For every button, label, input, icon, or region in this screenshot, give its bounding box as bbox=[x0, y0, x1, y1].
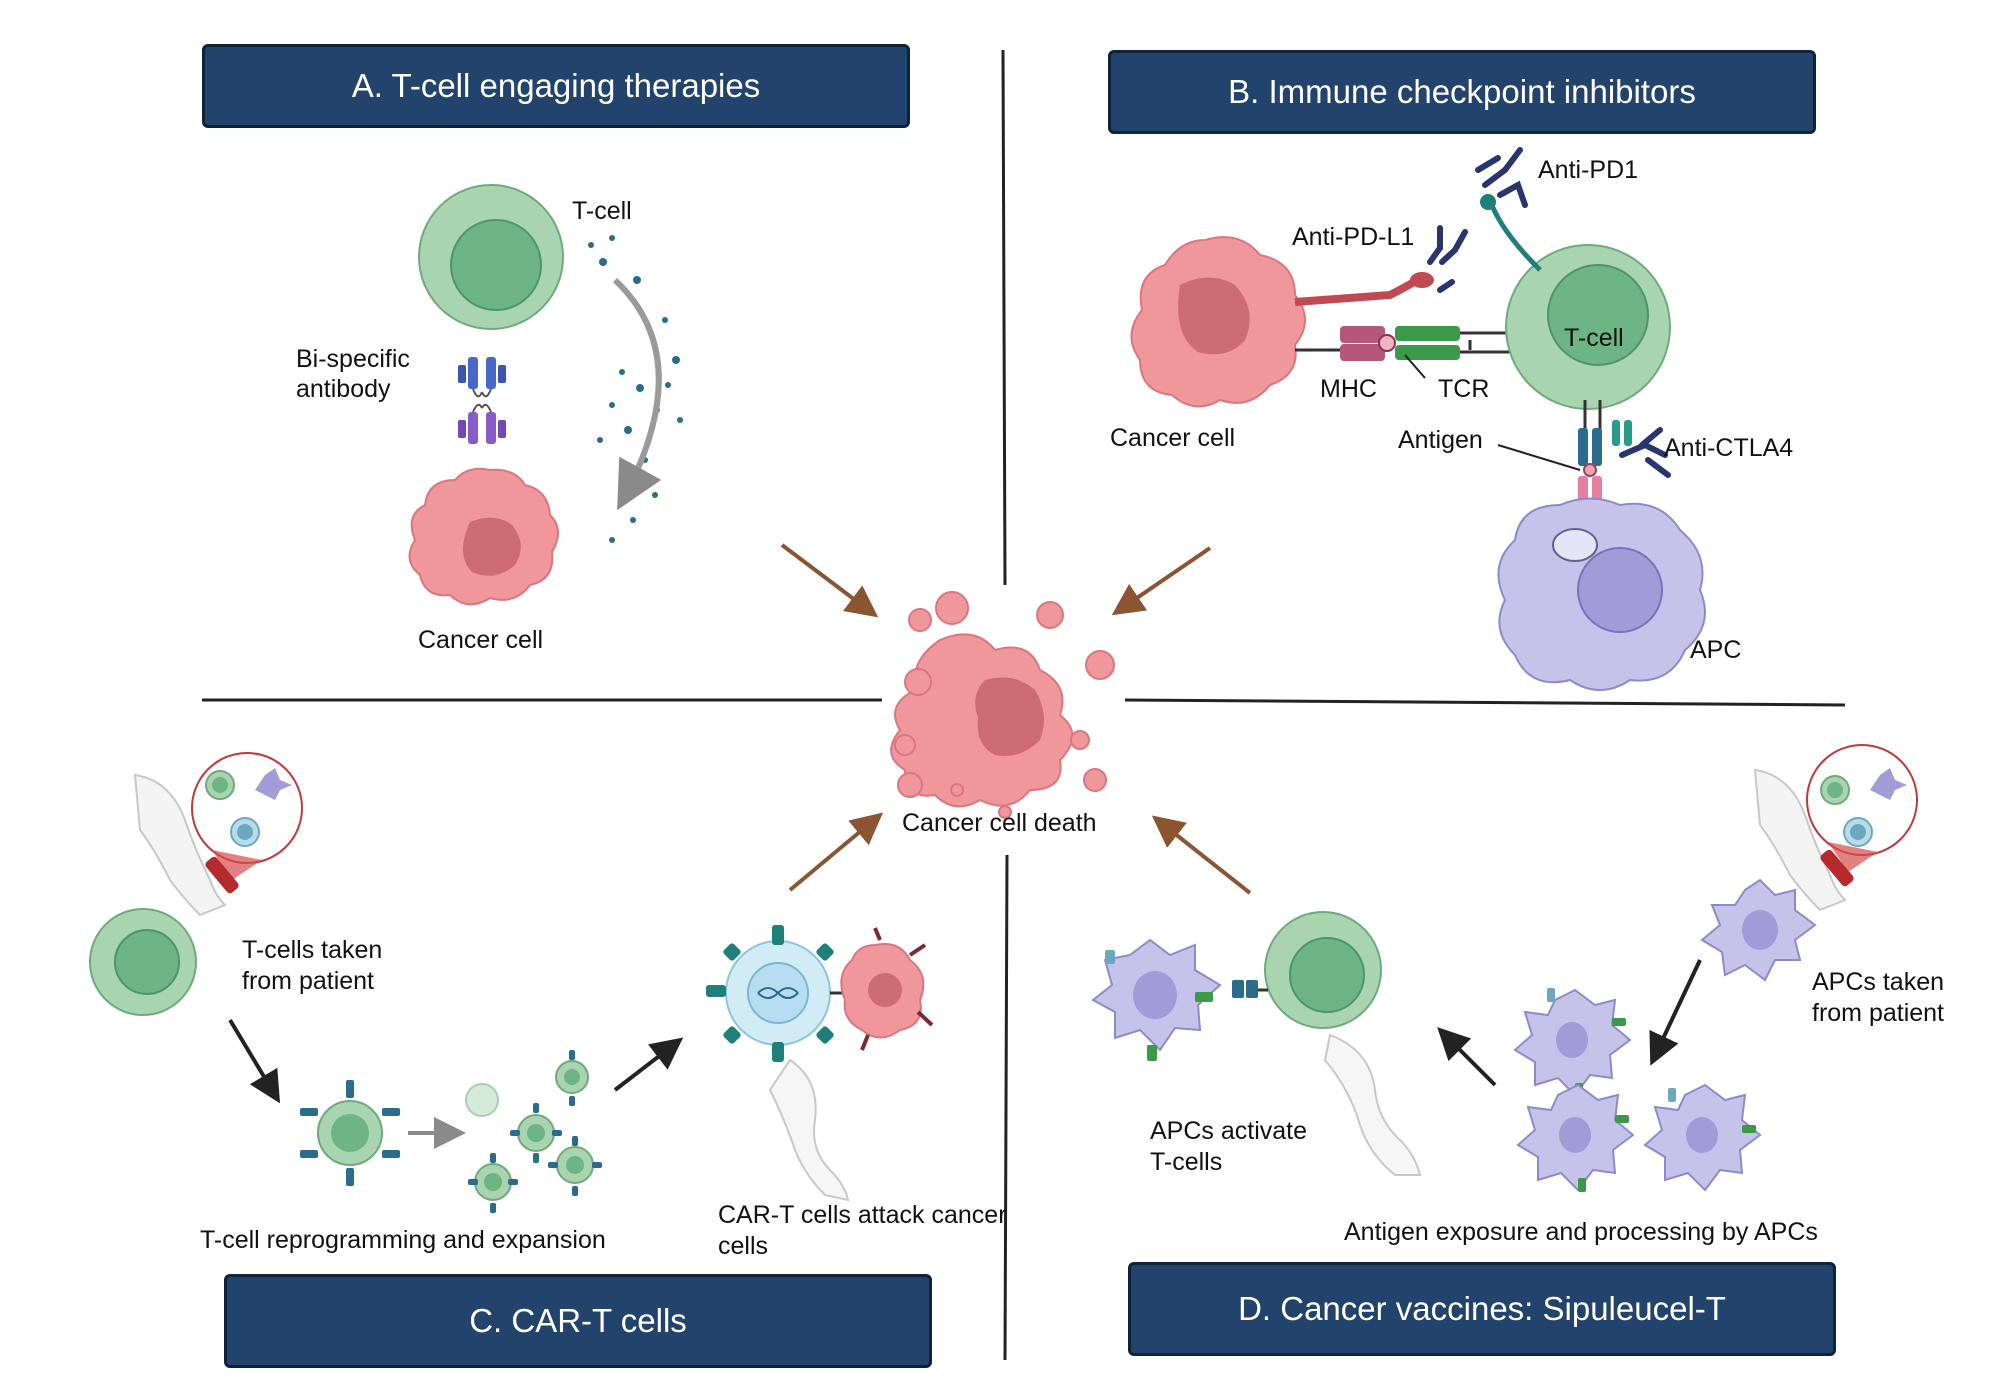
car-t-attack-line1: CAR-T cells attack cancer bbox=[718, 1201, 1007, 1229]
car-t-cell-engineered bbox=[300, 1080, 400, 1186]
panel-b-tcell bbox=[1505, 244, 1671, 410]
anti-ctla4-label: Anti-CTLA4 bbox=[1664, 434, 1794, 462]
antigen-exposure-label: Antigen exposure and processing by APCs bbox=[1344, 1218, 1818, 1246]
panel-d-tcell bbox=[1264, 911, 1382, 1029]
antigen-label: Antigen bbox=[1398, 426, 1483, 454]
panel-c-arm-sketch bbox=[768, 1058, 850, 1202]
killing-arrow bbox=[612, 277, 662, 511]
apcs-taken-line1: APCs taken bbox=[1812, 968, 1945, 996]
apc-label: APC bbox=[1690, 636, 1742, 664]
apc-taken-icon bbox=[1700, 878, 1817, 982]
panel-a-tcell-label: T-cell bbox=[572, 197, 632, 225]
panel-d-title: D. Cancer vaccines: Sipuleucel-T bbox=[1128, 1262, 1836, 1356]
arrow-to-activation bbox=[1437, 1027, 1497, 1087]
cytotoxic-granules bbox=[588, 235, 683, 543]
apcs-activate-line2: T-cells bbox=[1150, 1148, 1223, 1176]
arrow-to-reprogramming bbox=[228, 1018, 281, 1104]
tcr-label: TCR bbox=[1438, 375, 1490, 403]
anti-pdl1-icon bbox=[1427, 225, 1468, 293]
panel-b-cancer-label: Cancer cell bbox=[1110, 424, 1236, 452]
convergence-arrows bbox=[780, 543, 1252, 895]
anti-pd1-icon bbox=[1475, 147, 1528, 208]
bispecific-label-line1: Bi-specific bbox=[296, 345, 410, 373]
panel-b-tcell-label: T-cell bbox=[1564, 324, 1624, 352]
reprogramming-label: T-cell reprogramming and expansion bbox=[200, 1226, 606, 1254]
anti-ctla4-icon bbox=[1619, 427, 1671, 478]
panel-c-blood-zoom bbox=[191, 752, 303, 894]
panel-a-tcell bbox=[418, 184, 564, 330]
panel-d-arm-drawing bbox=[1753, 768, 1847, 912]
car-t-attack bbox=[706, 925, 934, 1062]
mhc-tcr-complex bbox=[1294, 272, 1520, 361]
dying-cancer-cell bbox=[890, 591, 1115, 819]
panel-b-apc bbox=[1497, 497, 1706, 691]
pd1-receptor bbox=[1480, 194, 1542, 272]
anti-pdl1-label: Anti-PD-L1 bbox=[1292, 223, 1415, 251]
panel-c-title: C. CAR-T cells bbox=[224, 1274, 932, 1368]
apc-activating-tcell bbox=[1091, 938, 1268, 1061]
arrow-to-processing bbox=[1649, 959, 1702, 1066]
panel-a-cancer-label: Cancer cell bbox=[418, 626, 544, 654]
apcs-processing-group bbox=[1513, 988, 1762, 1192]
cancer-cell-death-label: Cancer cell death bbox=[902, 809, 1097, 837]
panel-c-tcell bbox=[89, 908, 197, 1016]
panel-c-arm-drawing bbox=[133, 773, 227, 917]
panel-d-arm-sketch bbox=[1323, 1033, 1422, 1176]
expanding-car-t-cells bbox=[465, 1050, 602, 1213]
arrow-to-attack bbox=[613, 1037, 684, 1092]
panel-d-blood-zoom bbox=[1806, 744, 1918, 887]
mhc-label: MHC bbox=[1320, 375, 1377, 403]
divider-lines bbox=[202, 49, 1846, 1361]
car-t-attack-line2: cells bbox=[718, 1232, 769, 1260]
apcs-taken-line2: from patient bbox=[1812, 999, 1945, 1027]
panel-b-title: B. Immune checkpoint inhibitors bbox=[1108, 50, 1816, 134]
bispecific-label-line2: antibody bbox=[296, 375, 391, 403]
anti-pd1-label: Anti-PD1 bbox=[1538, 156, 1639, 184]
panel-b-cancer-cell bbox=[1130, 236, 1306, 408]
antigen-pointer bbox=[1497, 444, 1581, 471]
apcs-activate-line1: APCs activate bbox=[1150, 1117, 1308, 1145]
tcells-taken-line1: T-cells taken bbox=[242, 936, 383, 964]
tcells-taken-line2: from patient bbox=[242, 967, 375, 995]
bispecific-antibody-icon bbox=[458, 357, 506, 444]
panel-a-title: A. T-cell engaging therapies bbox=[202, 44, 910, 128]
panel-a-cancer-cell bbox=[408, 467, 559, 606]
tcr-pointer bbox=[1404, 354, 1426, 379]
